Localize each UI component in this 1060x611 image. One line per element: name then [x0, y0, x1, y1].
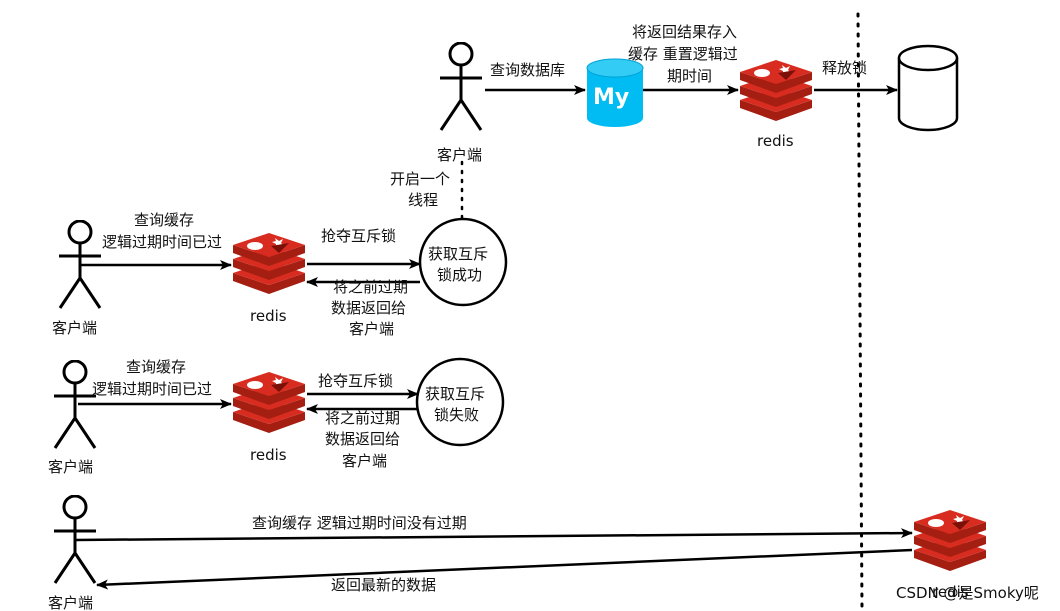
label-logic-expired-row1: 逻辑过期时间已过	[102, 233, 222, 251]
label-return-old-row2-2: 数据返回给	[325, 430, 400, 448]
separator-line	[856, 12, 864, 610]
label-store-cache-2: 缓存 重置逻辑过	[628, 45, 738, 63]
mysql-database-icon: My	[586, 58, 644, 127]
label-lock-success-2: 锁成功	[437, 266, 482, 284]
label-logic-expired-row2: 逻辑过期时间已过	[92, 380, 212, 398]
redis-icon-row1	[233, 233, 305, 294]
label-start-thread-1: 开启一个	[390, 170, 450, 188]
client-label-row3: 客户端	[48, 594, 93, 611]
arrow-return-latest	[96, 548, 913, 590]
mysql-logo-text: My	[593, 85, 629, 110]
label-lock-fail-1: 获取互斥	[425, 385, 485, 403]
redis-label-row2: redis	[250, 446, 287, 464]
label-return-old-row2-3: 客户端	[342, 452, 387, 470]
label-lock-fail-2: 锁失败	[434, 406, 479, 424]
label-query-cache-row2: 查询缓存	[126, 358, 186, 376]
client-label-row1: 客户端	[52, 319, 97, 337]
redis-label-row3: redis	[932, 583, 969, 601]
redis-label-top: redis	[757, 132, 794, 150]
client-actor-top	[438, 42, 484, 132]
label-query-db: 查询数据库	[490, 61, 565, 79]
lock-fail-node	[415, 357, 505, 447]
label-store-cache-3: 期时间	[667, 67, 712, 85]
label-return-old-row1-2: 数据返回给	[331, 299, 406, 317]
watermark-text: CSDN @是Smoky呢	[896, 584, 1039, 602]
label-grab-lock-row1: 抢夺互斥锁	[321, 227, 396, 245]
label-store-cache-1: 将返回结果存入	[632, 23, 737, 41]
lock-success-node	[418, 217, 508, 307]
label-return-old-row1-1: 将之前过期	[333, 278, 408, 296]
label-lock-success-1: 获取互斥	[428, 245, 488, 263]
redis-label-row1: redis	[250, 307, 287, 325]
label-return-latest: 返回最新的数据	[331, 576, 436, 594]
arrow-query-cache-not-expired	[74, 528, 913, 542]
database-icon	[897, 44, 959, 132]
redis-icon-row2	[233, 372, 305, 433]
client-label-top: 客户端	[437, 146, 482, 164]
label-grab-lock-row2: 抢夺互斥锁	[318, 372, 393, 390]
redis-icon-top	[740, 60, 812, 121]
label-query-cache-not-expired: 查询缓存 逻辑过期时间没有过期	[252, 514, 467, 532]
label-query-cache-row1: 查询缓存	[134, 211, 194, 229]
client-label-row2: 客户端	[48, 458, 93, 476]
redis-icon-row3	[914, 510, 986, 571]
label-return-old-row1-3: 客户端	[349, 320, 394, 338]
label-start-thread-2: 线程	[408, 191, 438, 209]
label-return-old-row2-1: 将之前过期	[325, 409, 400, 427]
label-release-lock: 释放锁	[822, 59, 867, 77]
